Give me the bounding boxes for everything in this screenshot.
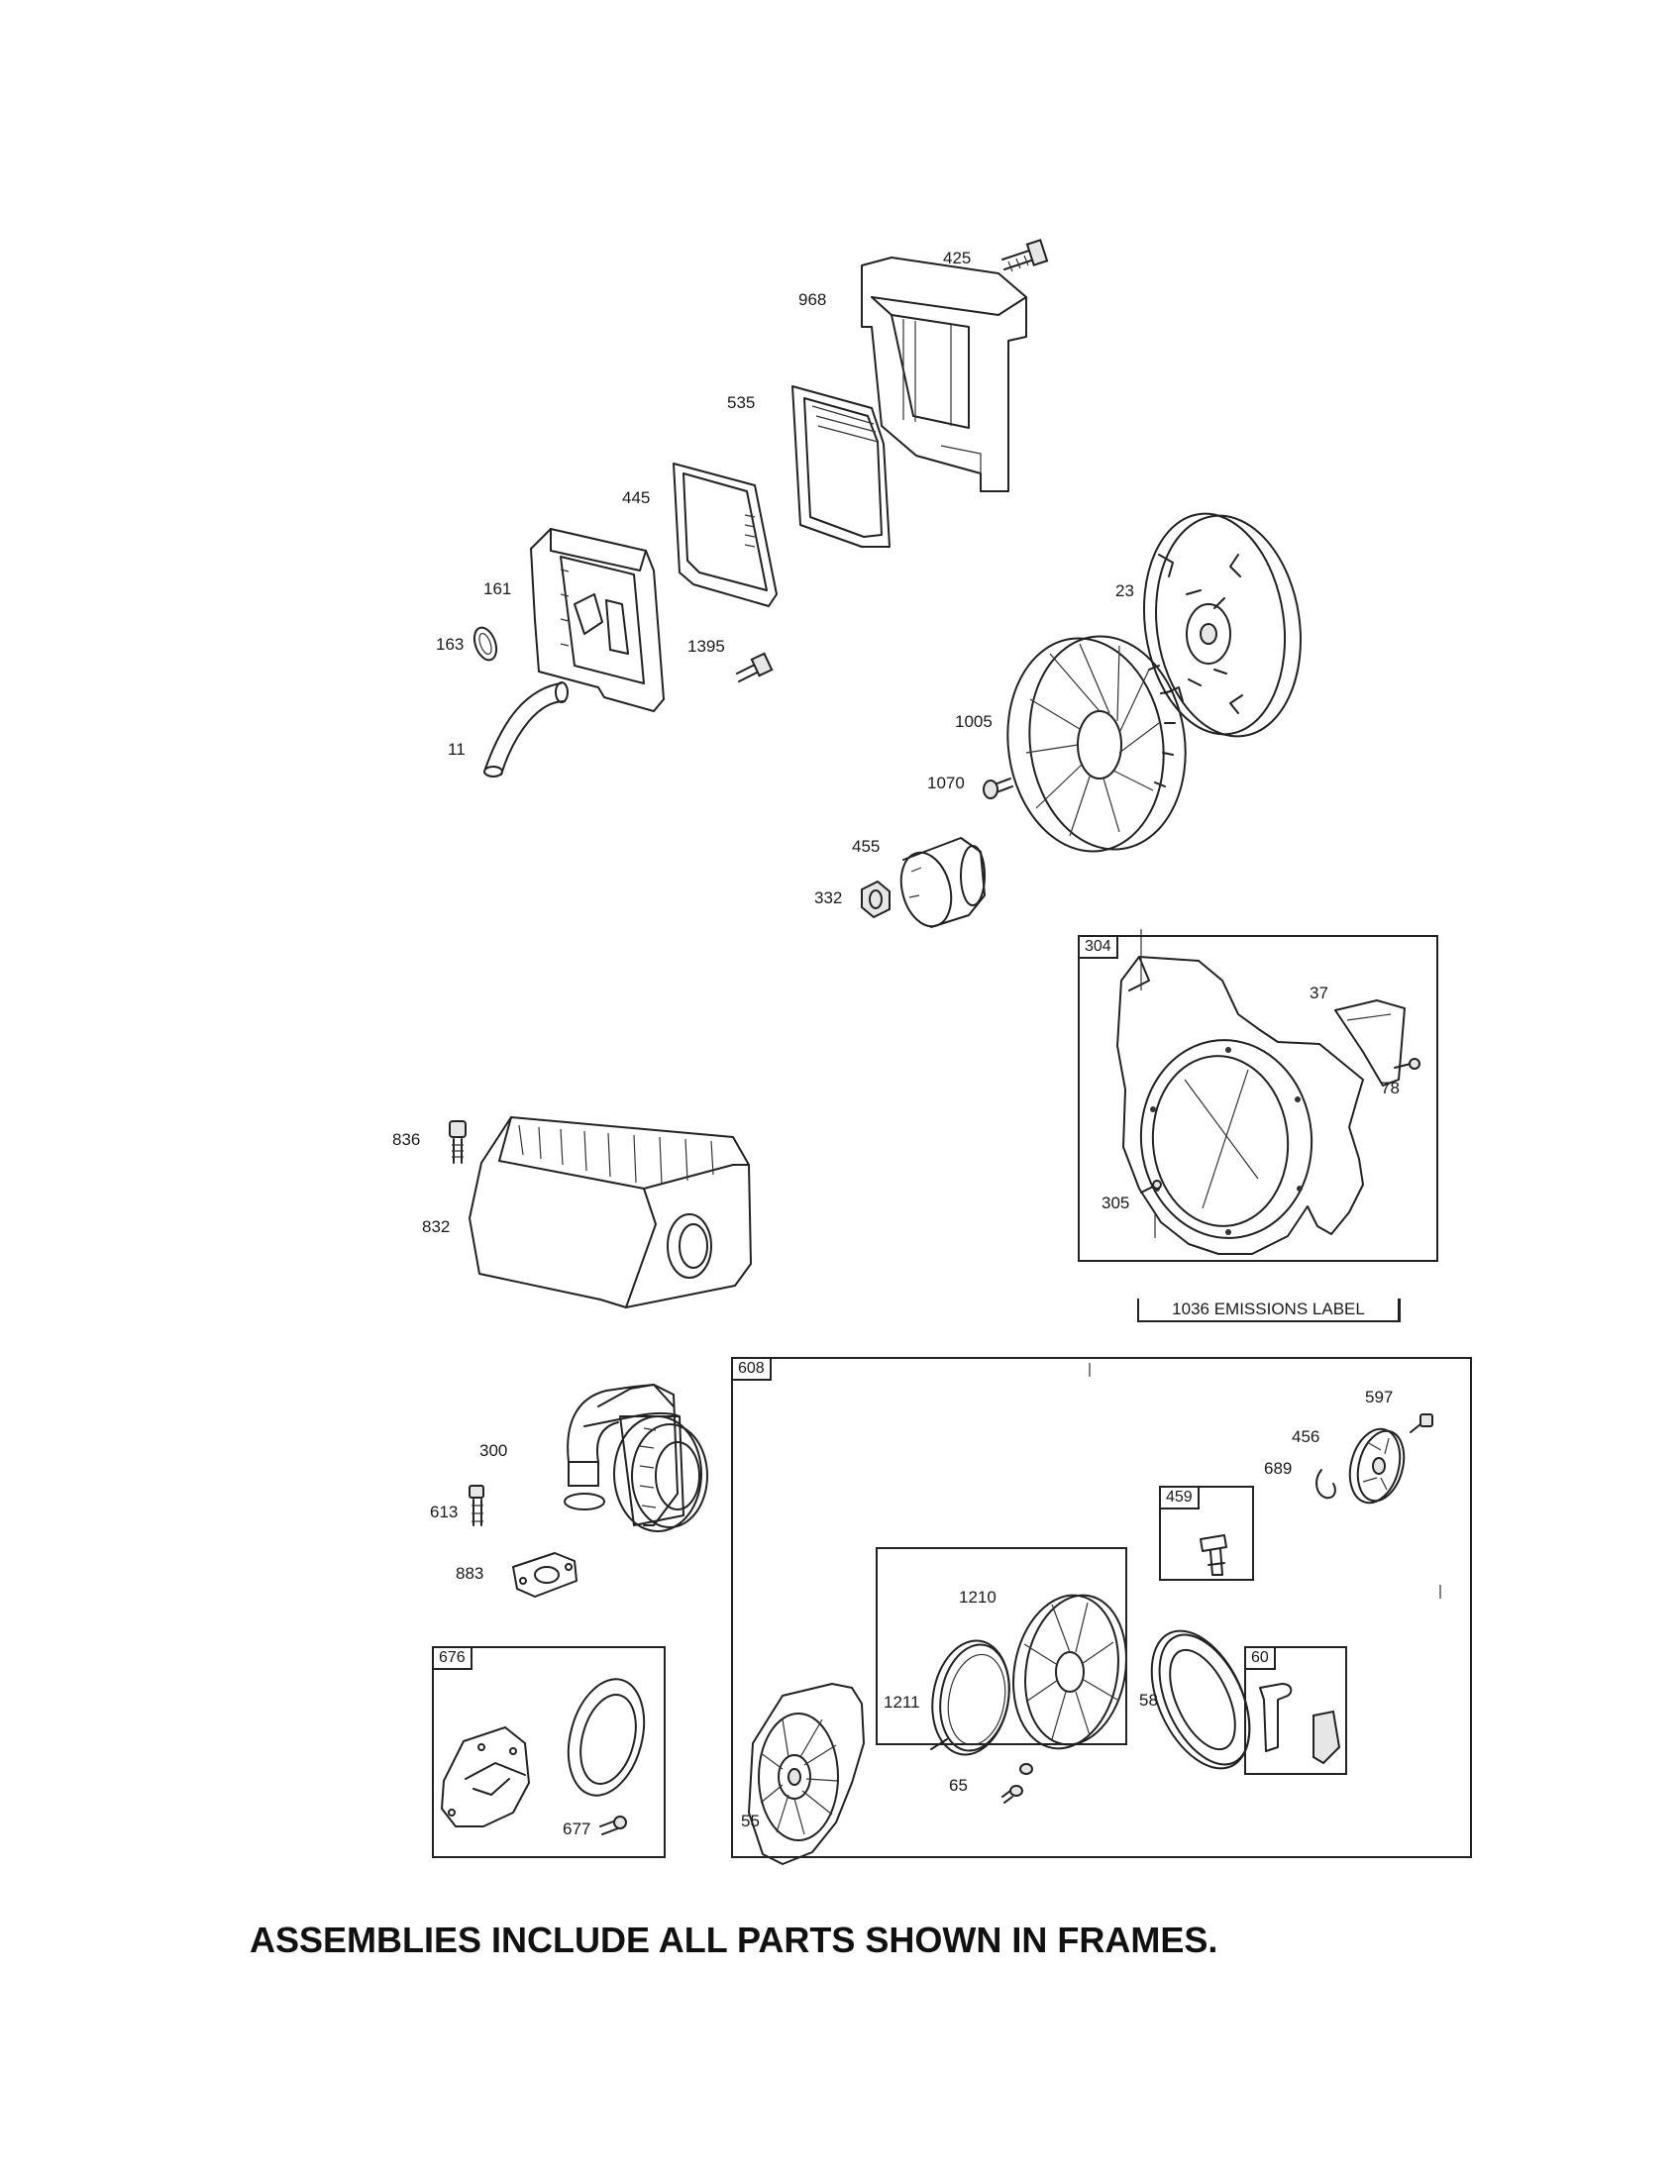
bolt-425-drawing bbox=[1001, 239, 1049, 272]
part-label-613: 613 bbox=[430, 1503, 459, 1521]
part-label-455: 455 bbox=[852, 837, 881, 856]
frame-459-tag: 459 bbox=[1159, 1486, 1200, 1509]
part-label-58: 58 bbox=[1139, 1691, 1158, 1710]
bolt-613-drawing bbox=[469, 1485, 484, 1526]
part-label-883: 883 bbox=[456, 1564, 484, 1583]
retainer-456-drawing bbox=[1348, 1427, 1406, 1505]
part-label-425: 425 bbox=[943, 249, 972, 267]
part-label-836: 836 bbox=[392, 1130, 421, 1149]
blower-housing-304-drawing bbox=[1116, 956, 1364, 1255]
part-label-161: 161 bbox=[483, 579, 512, 598]
part-label-305: 305 bbox=[1102, 1194, 1130, 1212]
exhaust-gasket-883-drawing bbox=[512, 1552, 578, 1598]
screw-78-drawing bbox=[1394, 1058, 1420, 1070]
seal-ring-163-drawing bbox=[472, 626, 498, 662]
handle-60-drawing bbox=[1259, 1683, 1341, 1765]
part-label-1211: 1211 bbox=[884, 1693, 920, 1712]
screw-1070-drawing bbox=[983, 778, 1013, 799]
clip-689-drawing bbox=[1315, 1469, 1336, 1500]
muffler-guard-832-drawing bbox=[469, 1116, 752, 1308]
gasket-445-drawing bbox=[673, 463, 778, 607]
part-label-456: 456 bbox=[1292, 1427, 1320, 1446]
frame-676-tag: 676 bbox=[432, 1646, 472, 1670]
pawl-459-drawing bbox=[1200, 1534, 1227, 1576]
muffler-300-drawing bbox=[564, 1384, 708, 1532]
label-plate-37-drawing bbox=[1334, 999, 1406, 1087]
part-label-1395: 1395 bbox=[687, 637, 725, 656]
frame-608-tag: 608 bbox=[731, 1357, 772, 1381]
part-label-11: 11 bbox=[448, 740, 466, 759]
frame-304: 304 bbox=[1078, 935, 1438, 1262]
part-label-55: 55 bbox=[741, 1812, 760, 1830]
part-label-689: 689 bbox=[1264, 1459, 1293, 1478]
part-label-163: 163 bbox=[436, 635, 465, 654]
air-cleaner-cover-968-drawing bbox=[861, 257, 1027, 492]
part-label-445: 445 bbox=[622, 488, 651, 507]
part-label-78: 78 bbox=[1381, 1079, 1400, 1097]
part-label-1070: 1070 bbox=[927, 774, 965, 792]
frame-459: 459 bbox=[1159, 1486, 1254, 1581]
screw-597-drawing bbox=[1410, 1413, 1433, 1433]
rotating-screen-23-drawing bbox=[1142, 512, 1302, 738]
part-label-23: 23 bbox=[1115, 581, 1134, 600]
flywheel-nut-332-drawing bbox=[861, 880, 891, 919]
part-label-1210: 1210 bbox=[959, 1588, 997, 1607]
part-label-37: 37 bbox=[1310, 984, 1328, 1002]
bolt-836-drawing bbox=[449, 1120, 467, 1164]
starter-cup-455-drawing bbox=[899, 837, 986, 928]
screw-1395-drawing bbox=[736, 652, 774, 682]
frame-1210-1211-subassembly bbox=[876, 1547, 1127, 1745]
air-cleaner-base-161-drawing bbox=[530, 528, 665, 712]
screw-305-drawing bbox=[1140, 1180, 1162, 1194]
part-label-968: 968 bbox=[798, 290, 827, 309]
part-label-1005: 1005 bbox=[955, 712, 993, 731]
frame-304-tag: 304 bbox=[1078, 935, 1118, 959]
muffler-deflector-676-drawing bbox=[441, 1678, 646, 1827]
part-label-677: 677 bbox=[563, 1820, 591, 1838]
screw-677-drawing bbox=[599, 1816, 627, 1835]
part-label-332: 332 bbox=[814, 888, 843, 907]
frame-60: 60 bbox=[1244, 1646, 1347, 1775]
flywheel-1005-drawing bbox=[1006, 635, 1187, 853]
breather-hose-11-drawing bbox=[483, 681, 569, 778]
frame-60-tag: 60 bbox=[1244, 1646, 1276, 1670]
part-label-832: 832 bbox=[422, 1217, 451, 1236]
screw-65-drawing bbox=[1001, 1763, 1033, 1804]
rewind-starter-55-drawing bbox=[748, 1683, 865, 1865]
part-label-300: 300 bbox=[479, 1441, 508, 1460]
part-label-535: 535 bbox=[727, 393, 756, 412]
part-label-65: 65 bbox=[949, 1776, 968, 1795]
recoil-spring-1211-drawing bbox=[930, 1639, 1010, 1756]
part-label-597: 597 bbox=[1365, 1388, 1394, 1406]
assemblies-footer-note: ASSEMBLIES INCLUDE ALL PARTS SHOWN IN FR… bbox=[250, 1920, 1218, 1960]
ratchet-58-drawing bbox=[1150, 1629, 1251, 1770]
air-filter-535-drawing bbox=[791, 385, 891, 548]
frame-676: 676 bbox=[432, 1646, 666, 1858]
frame-608: 608 bbox=[731, 1357, 1472, 1858]
emissions-label-box: 1036 EMISSIONS LABEL bbox=[1137, 1299, 1401, 1322]
